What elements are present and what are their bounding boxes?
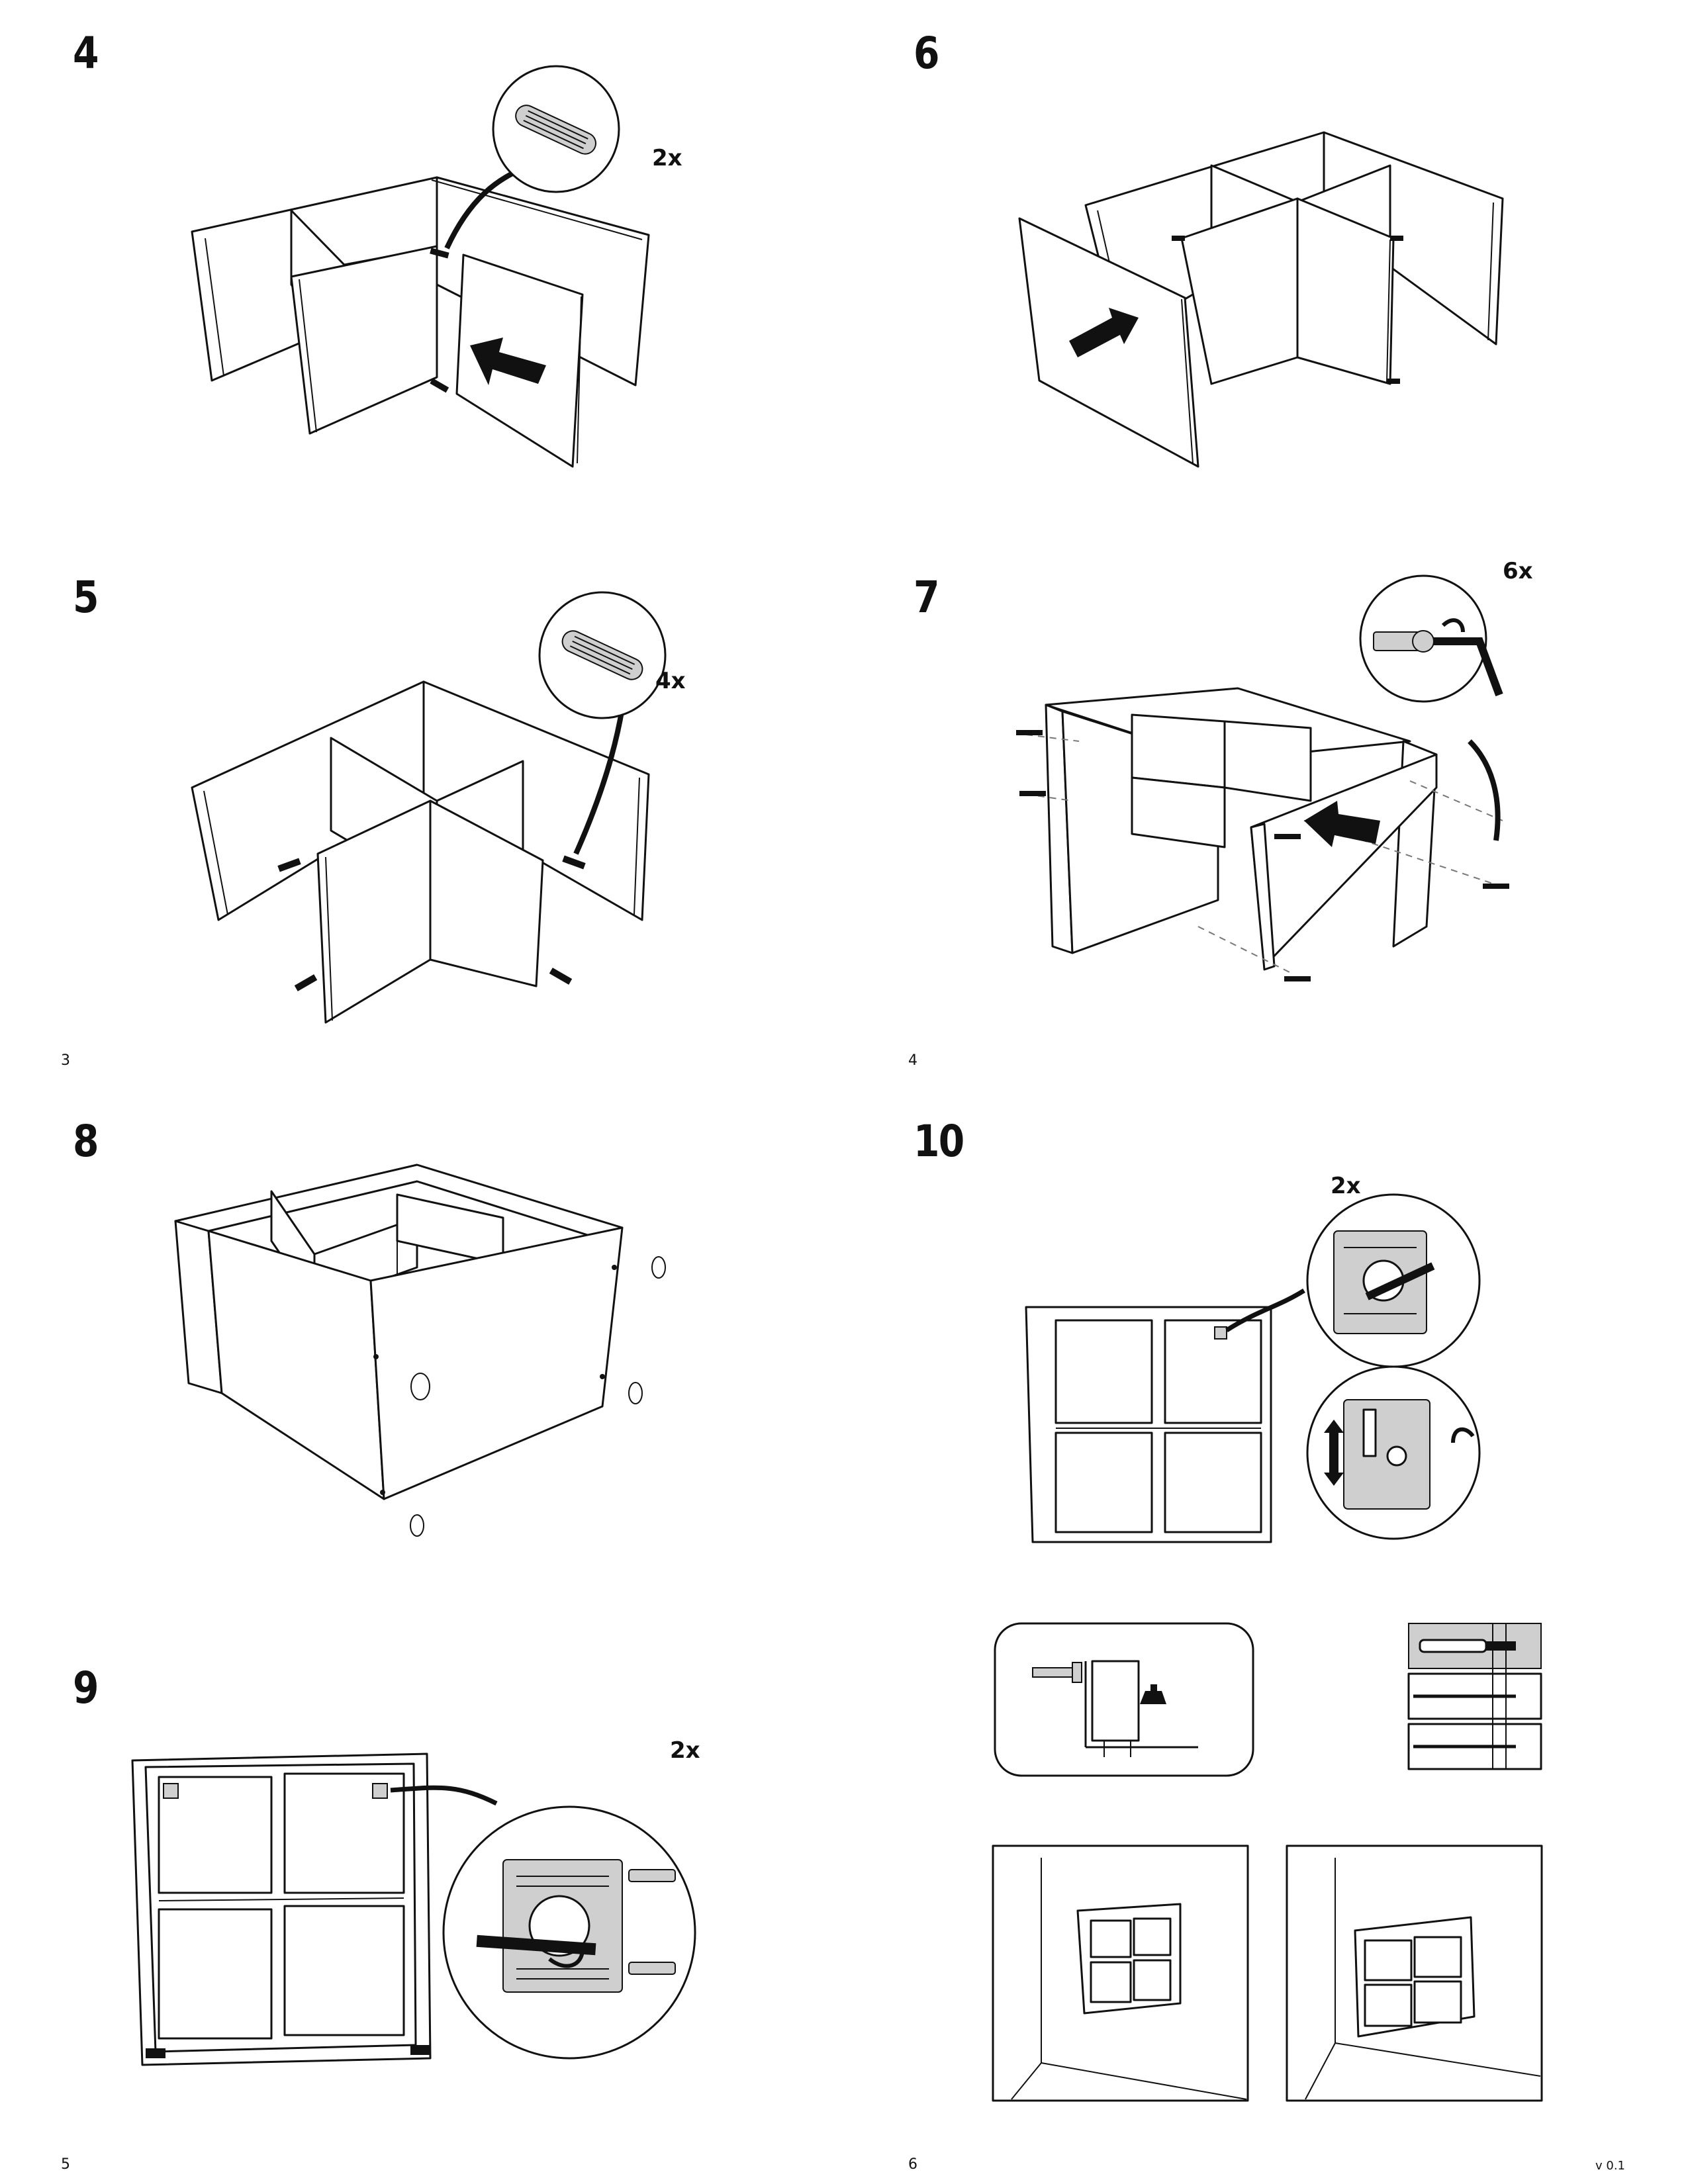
wall-bracket-icon [1333, 1230, 1427, 1334]
side-panel [1018, 217, 1199, 468]
step-4-quantity: 2x [652, 145, 682, 171]
wall-bracket-icon [1343, 1399, 1430, 1510]
cam-bolt-icon [1016, 730, 1509, 981]
step-5-number: 5 [73, 572, 99, 623]
push-arrow-icon [1304, 801, 1380, 847]
front-panel-left [290, 245, 438, 435]
placement-scene-right [1286, 1844, 1543, 2102]
wall-bracket-icon [502, 1859, 623, 1993]
cam-bolt-icon [1032, 1662, 1082, 1683]
step-5-quantity: 4x [655, 668, 686, 694]
push-arrow-icon [1069, 308, 1139, 357]
push-arrow-icon [1324, 1420, 1344, 1486]
step-9-number: 9 [73, 1662, 99, 1713]
dowel-icon [561, 630, 643, 680]
wall-bracket-icon [163, 1783, 388, 1799]
step-6-number: 6 [914, 28, 940, 79]
step-8-number: 8 [73, 1116, 99, 1167]
step-6-illustration [1018, 131, 1504, 468]
page-number-5: 5 [61, 2156, 70, 2173]
side-panel-right [369, 1226, 624, 1500]
cam-bolt-icon [628, 1869, 676, 1975]
page-number-4: 4 [908, 1052, 917, 1069]
screwdriver-icon [1365, 1262, 1435, 1300]
wall-bracket-icon [1214, 1326, 1227, 1340]
placement-scene-left [992, 1844, 1249, 2102]
step-7-quantity: 6x [1503, 558, 1533, 584]
step-10-number: 10 [914, 1116, 964, 1167]
wall-mount-hint [994, 1622, 1254, 1777]
dowel-icon [515, 105, 596, 155]
step-4-number: 4 [73, 28, 99, 79]
step-10-illustration [1025, 1193, 1481, 1543]
push-arrow-icon [470, 338, 546, 385]
cam-bolt-icon [1373, 630, 1434, 653]
screwdriver-icon [476, 1934, 596, 1968]
step-5-illustration [191, 591, 667, 1024]
page-number-6: 6 [908, 2156, 917, 2173]
wall-anchor-panel [1407, 1623, 1542, 1770]
step-7-number: 7 [914, 572, 940, 623]
step-9-illustration [131, 1752, 696, 2066]
wall-anchor-icon [1413, 1639, 1516, 1749]
step-9-quantity: 2x [670, 1737, 700, 1764]
allen-key-icon [1433, 618, 1503, 697]
step-8-illustration [174, 1163, 666, 1537]
step-4-illustration [191, 65, 650, 468]
page-number-3: 3 [61, 1052, 70, 1069]
step-10-quantity: 2x [1331, 1173, 1361, 1199]
step-7-illustration [1016, 574, 1509, 981]
version-label: v 0.1 [1595, 2159, 1625, 2173]
